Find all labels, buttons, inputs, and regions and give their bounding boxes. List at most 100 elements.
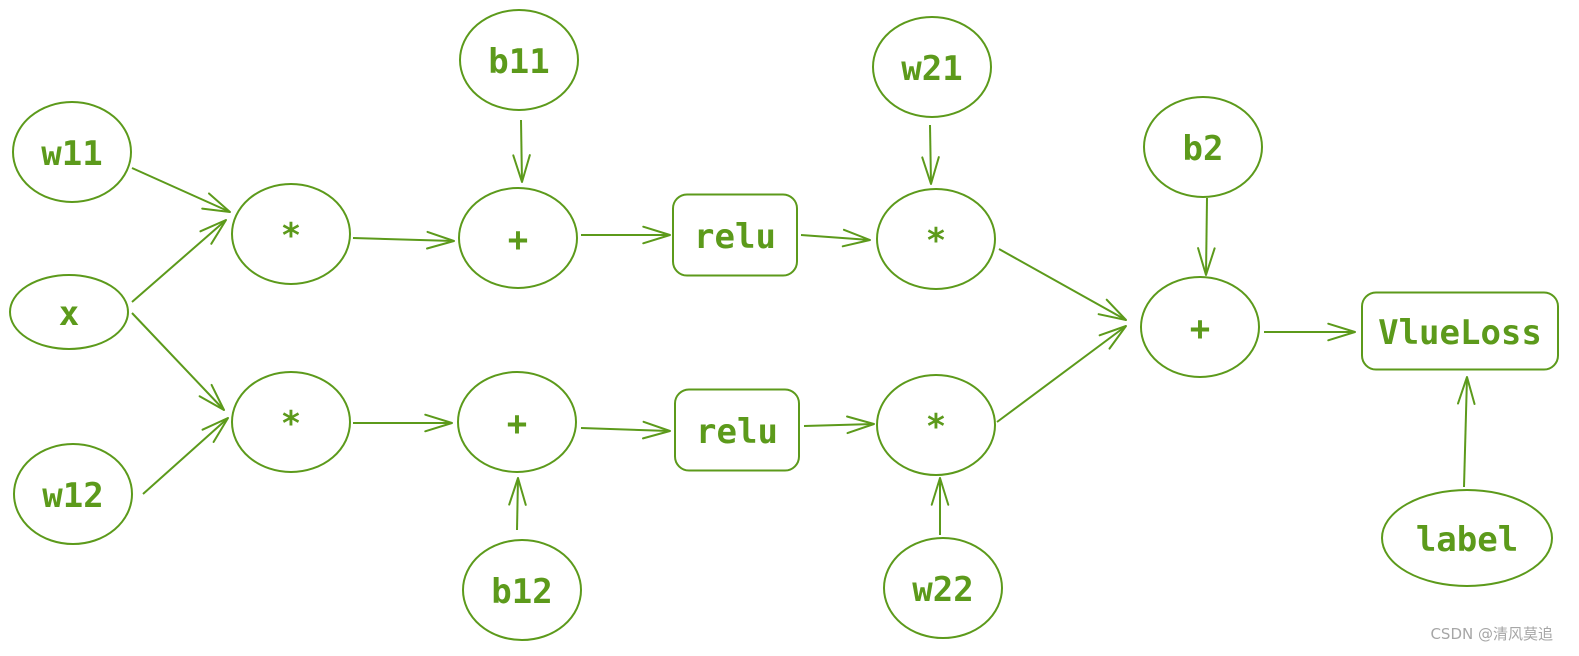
node-label: relu [696,412,778,452]
edges-layer [131,119,1476,535]
edge-add12-to-relu2 [580,420,671,440]
arrow-head-icon [1098,325,1127,350]
edge-w12-to-mul12 [142,417,229,495]
arrow-head-icon [641,420,671,440]
node-loss: VlueLoss [1361,291,1559,371]
node-add11: + [458,187,578,289]
node-ellipse [12,101,132,203]
node-b11: b11 [459,9,579,111]
node-label: label [1416,520,1518,560]
edge-w22-to-mul22 [930,477,950,535]
node-b2: b2 [1143,96,1263,198]
node-label: w12 [42,476,103,516]
edge-mul21-to-add2 [998,248,1127,321]
watermark: CSDN @清风莫追 [1430,625,1553,643]
node-w11: w11 [12,101,132,203]
node-ellipse [876,188,996,290]
node-mul12: * [231,371,351,473]
node-ellipse [872,16,992,118]
edge-w21-to-mul21 [921,124,940,185]
node-label: w22 [912,570,973,610]
arrow-head-icon [1327,322,1356,342]
edge-b2-to-add2 [1197,197,1216,276]
edge-line [998,248,1127,321]
node-w21: w21 [872,16,992,118]
node-ellipse [1143,96,1263,198]
arrow-head-icon [1197,247,1216,276]
node-label: * [926,407,946,447]
edge-line [803,423,875,427]
node-ellipse [457,371,577,473]
edge-mul11-to-add11 [352,230,455,250]
edge-line [131,219,227,303]
arrow-head-icon [508,477,527,506]
node-label: * [926,221,946,261]
node-label: x [59,294,79,334]
node-add2: + [1140,276,1260,378]
node-box [672,193,798,277]
arrow-head-icon [1097,298,1127,321]
node-b12: b12 [462,539,582,641]
node-ellipse [1381,489,1553,587]
node-label: b12 [491,572,552,612]
node-label: w21 [901,49,962,89]
node-mul22: * [876,374,996,476]
arrow-head-icon [201,192,231,213]
node-ellipse [13,443,133,545]
edge-mul12-to-add12 [353,413,453,433]
edge-relu1-to-mul21 [800,228,871,248]
arrow-head-icon [426,230,455,250]
arrow-head-icon [424,413,453,433]
node-label: + [1190,309,1210,349]
node-mul11: * [231,183,351,285]
edge-line [520,119,523,183]
arrow-head-icon [921,156,940,185]
edge-label-to-loss [1456,376,1476,488]
node-x: x [9,274,129,350]
edge-line [1205,197,1208,276]
edge-line [929,124,932,185]
arrow-head-icon [846,415,875,435]
edge-w11-to-mul11 [131,167,231,213]
edge-line [352,237,455,242]
node-add12: + [457,371,577,473]
arrow-head-icon [512,154,531,183]
edge-line [516,477,519,531]
node-label: * [281,404,301,444]
arrow-head-icon [930,477,950,506]
edge-line [800,234,871,241]
arrow-head-icon [1456,376,1476,405]
edge-x-to-mul11 [131,219,227,303]
node-label: VlueLoss [1378,313,1542,353]
node-label: + [507,404,527,444]
node-ellipse [458,187,578,289]
edge-add11-to-relu1 [581,225,671,245]
node-ellipse [876,374,996,476]
node-label: b11 [488,42,549,82]
node-ellipse [459,9,579,111]
node-relu2: relu [674,388,800,472]
edge-x-to-mul12 [131,312,225,411]
node-label: label [1381,489,1553,587]
node-label: relu [694,217,776,257]
edge-add2-to-loss [1264,322,1356,342]
edge-line [142,417,229,495]
node-label: w11 [41,134,102,174]
edge-line [131,312,225,411]
edge-line [580,427,671,432]
edge-line [1463,376,1468,488]
arrow-head-icon [201,417,229,443]
edge-mul22-to-add2 [996,325,1127,423]
node-ellipse [9,274,129,350]
node-w12: w12 [13,443,133,545]
arrow-head-icon [198,383,225,411]
edge-line [996,325,1127,423]
nodes-layer: w11 x w12 * * b11 + b12 + relu relu w21 * w22 * b2 + Vlue… [9,9,1559,641]
edge-relu2-to-mul22 [803,415,875,435]
node-mul21: * [876,188,996,290]
node-ellipse [231,371,351,473]
node-box [674,388,800,472]
edge-b12-to-add12 [508,477,527,531]
node-label: * [281,216,301,256]
node-ellipse [231,183,351,285]
